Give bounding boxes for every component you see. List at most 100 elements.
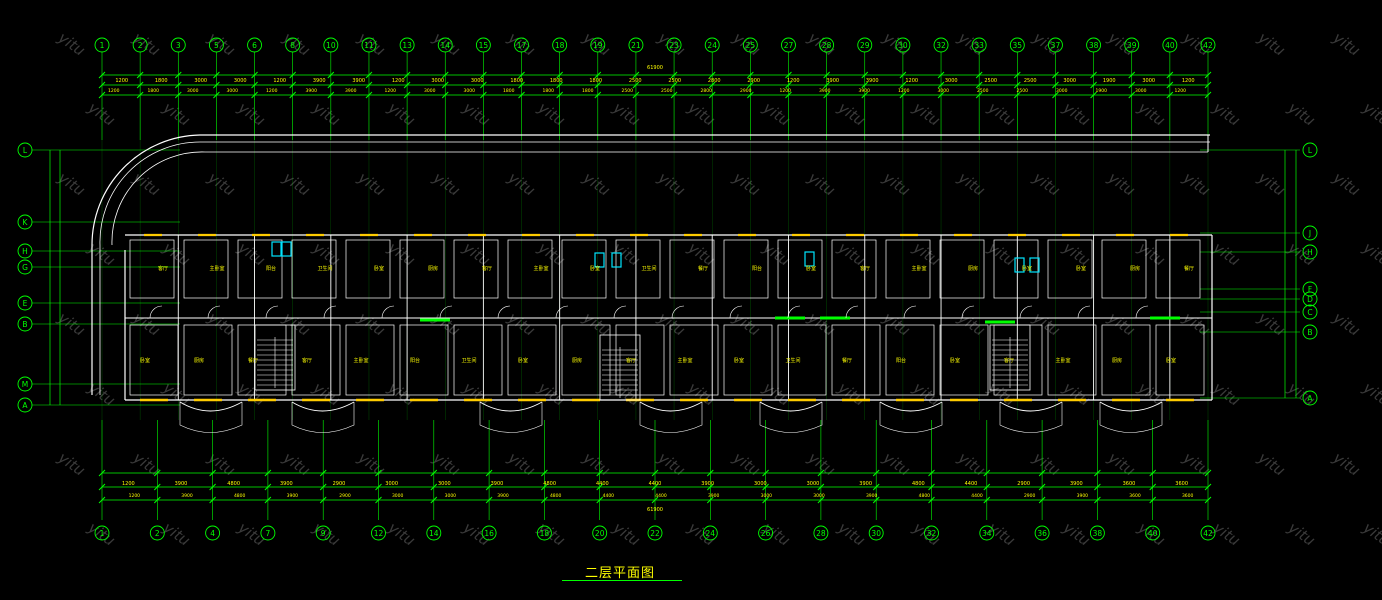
- axis-bubble-left-label: M: [22, 380, 28, 389]
- watermark-text: yitu: [909, 98, 943, 130]
- axis-bubble-left: [17, 214, 33, 230]
- dimension-label: 2500: [668, 78, 681, 84]
- room-label: 厨房: [968, 265, 978, 272]
- dimension-label: 3900: [859, 481, 872, 487]
- room-outline: [1101, 324, 1151, 396]
- axis-bubble-bottom: [481, 525, 497, 541]
- dimension-label: 3000: [754, 481, 767, 487]
- watermark-text: yitu: [609, 378, 643, 410]
- axis-bubble-bottom-label: 1: [100, 529, 105, 538]
- watermark-layer: yitu yitu yitu yitu yitu yitu yitu yitu yitu yitu…: [54, 28, 1382, 550]
- dimension-label: 1800: [155, 78, 168, 84]
- watermark-text: yitu: [1179, 448, 1213, 480]
- axis-bubble-bottom: [758, 525, 774, 541]
- dimension-label: 3000: [945, 78, 958, 84]
- room-label: 卧室: [950, 357, 960, 364]
- room-outline: [345, 324, 395, 396]
- room-outline: [993, 239, 1039, 299]
- dimension-label: 3000: [438, 481, 451, 487]
- dimension-label: 3900: [819, 88, 831, 94]
- dimension-lines: [49, 71, 1297, 504]
- axis-bubble-top-label: 8: [290, 41, 295, 50]
- watermark-text: yitu: [534, 98, 568, 130]
- dimension-label: 3000: [445, 493, 457, 499]
- door-swing: [961, 305, 975, 319]
- axis-bubble-top: [1124, 37, 1140, 53]
- dimension-label: 4400: [596, 481, 609, 487]
- axis-bubble-top-label: 11: [364, 41, 374, 50]
- room-label: 卧室: [1166, 357, 1176, 364]
- fixture: [281, 241, 292, 257]
- watermark-text: yitu: [84, 238, 118, 270]
- axis-bubble-top-label: 19: [593, 41, 603, 50]
- axis-bubble-bottom-label: 42: [1203, 529, 1213, 538]
- watermark-text: yitu: [204, 448, 238, 480]
- room-label: 厨房: [1112, 357, 1122, 364]
- axis-bubble-left-label: A: [22, 401, 28, 410]
- room-outline: [129, 239, 175, 299]
- room-outline: [831, 324, 881, 396]
- dimension-label: 1800: [589, 78, 602, 84]
- dimension-label: 1200: [787, 78, 800, 84]
- axis-bubble-bottom-label: 7: [266, 529, 271, 538]
- axis-bubble-right: [1302, 142, 1318, 158]
- balcony: [179, 401, 243, 412]
- watermark-text: yitu: [1209, 98, 1243, 130]
- axis-bubble-bottom: [1034, 525, 1050, 541]
- watermark-text: yitu: [1209, 518, 1243, 550]
- watermark-text: yitu: [1329, 448, 1363, 480]
- watermark-text: yitu: [384, 98, 418, 130]
- watermark-text: yitu: [279, 308, 313, 340]
- room-label: 卧室: [518, 357, 528, 364]
- dimension-label: 4400: [971, 493, 983, 499]
- watermark-text: yitu: [309, 518, 343, 550]
- balcony: [1099, 402, 1163, 433]
- watermark-text: yitu: [354, 168, 388, 200]
- dimension-label: 3000: [234, 78, 247, 84]
- dimension-label: 3900: [313, 78, 326, 84]
- axis-bubble-top-label: 6: [252, 41, 257, 50]
- balcony: [639, 402, 703, 433]
- axis-bubble-bottom-label: 2: [155, 529, 160, 538]
- dimension-label: 2500: [1024, 78, 1037, 84]
- axis-bubble-bottom-label: 26: [761, 529, 771, 538]
- room-label: 卫生间: [317, 265, 332, 272]
- staircase: [599, 334, 641, 401]
- axis-bubble-left: [17, 243, 33, 259]
- axis-bubble-top: [971, 37, 987, 53]
- room-outline: [777, 324, 827, 396]
- room-label: 阳台: [410, 357, 420, 364]
- dimension-label: 2500: [977, 88, 989, 94]
- dimension-label: 1200: [780, 88, 792, 94]
- watermark-text: yitu: [729, 448, 763, 480]
- watermark-text: yitu: [1134, 98, 1168, 130]
- axis-bubble-bottom: [371, 525, 386, 541]
- room-outline: [939, 239, 985, 299]
- axis-bubble-top: [1047, 37, 1063, 53]
- axis-bubble-top: [285, 37, 301, 53]
- axis-bubble-right-label: D: [1307, 295, 1313, 304]
- dimension-label: 1800: [148, 88, 160, 94]
- watermark-text: yitu: [1284, 518, 1318, 550]
- door-swing: [265, 305, 279, 319]
- axis-bubble-left-label: H: [22, 247, 28, 256]
- watermark-text: yitu: [1104, 308, 1138, 340]
- dimension-label: 2900: [747, 78, 760, 84]
- balcony: [291, 402, 355, 433]
- balcony: [479, 401, 543, 412]
- watermark-text: yitu: [609, 238, 643, 270]
- room-label: 卧室: [140, 357, 150, 364]
- dimension-label: 3900: [866, 78, 879, 84]
- axis-bubble-left-label: E: [23, 299, 28, 308]
- axis-bubble-bottom: [979, 525, 995, 541]
- axis-bubble-bottom-label: 9: [321, 529, 326, 538]
- dimension-label: 1200: [385, 88, 397, 94]
- axis-bubble-top: [1086, 37, 1102, 53]
- axis-bubble-bottom-label: 34: [982, 529, 992, 538]
- door-swing: [845, 305, 859, 319]
- watermark-text: yitu: [1359, 98, 1382, 130]
- balcony: [879, 401, 943, 412]
- dimension-label: 1200: [392, 78, 405, 84]
- dimension-label: 3900: [345, 88, 357, 94]
